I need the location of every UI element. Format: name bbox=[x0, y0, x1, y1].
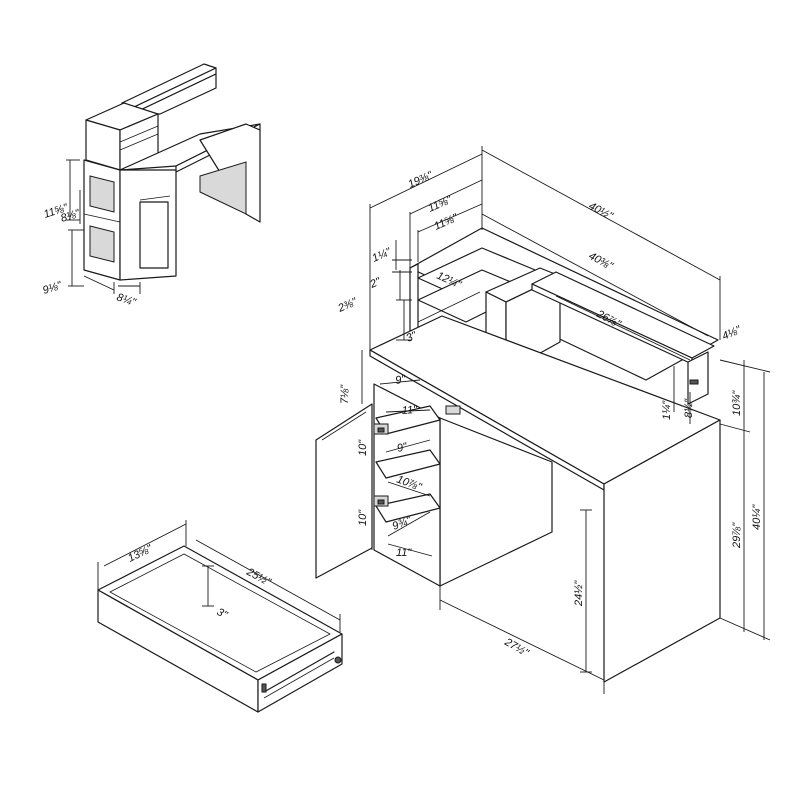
shelf-width-b-label: 11⅝" bbox=[432, 211, 460, 232]
hutch-rise-label: 2⅜" bbox=[335, 296, 359, 316]
thumb-bottom-height-label: 9⅛" bbox=[41, 279, 64, 297]
thumb-shelf-height-label: 8⅛" bbox=[59, 207, 82, 225]
main-dimensions bbox=[361, 146, 771, 694]
hutch-width-label: 19⅜" bbox=[406, 169, 435, 191]
desk-main-view bbox=[315, 227, 721, 683]
riser-drop-label: 8½" bbox=[683, 398, 695, 418]
thumbnail-dimensions bbox=[66, 159, 141, 294]
drawer-depth-label: 13⅝" bbox=[126, 542, 155, 564]
riser-height-label: 1¼" bbox=[661, 400, 673, 420]
riser-depth-label: 4⅛" bbox=[720, 324, 743, 343]
gap-a-label: 1¼" bbox=[370, 246, 393, 265]
drawer-view bbox=[97, 545, 343, 713]
door-height-lower-label: 10" bbox=[357, 509, 369, 526]
cabinet-top-gap-label: 7⅛" bbox=[339, 384, 351, 404]
drawer-dimensions bbox=[97, 520, 341, 632]
knee-height-label: 24½" bbox=[573, 580, 585, 607]
desk-height-label: 29⅞" bbox=[731, 522, 743, 549]
desk-thumbnail bbox=[83, 63, 261, 281]
cabinet-width-label: 9" bbox=[394, 373, 407, 387]
desk-depth-label: 27½" bbox=[502, 636, 532, 660]
cabinet-shelf-width-label: 11" bbox=[401, 404, 418, 417]
thumb-depth-label: 8¼" bbox=[115, 291, 138, 309]
overall-width-label: 40½" bbox=[587, 200, 616, 223]
total-height-label: 40¼" bbox=[751, 504, 763, 530]
door-height-upper-label: 10" bbox=[357, 439, 369, 456]
shelf-width-a-label: 11⅝" bbox=[426, 193, 454, 214]
cabinet-base-width-label: 11" bbox=[396, 547, 412, 559]
inner-width-label: 9" bbox=[396, 441, 410, 455]
hutch-height-label: 10¾" bbox=[731, 390, 743, 416]
top-width-label: 40⅜" bbox=[587, 250, 616, 273]
